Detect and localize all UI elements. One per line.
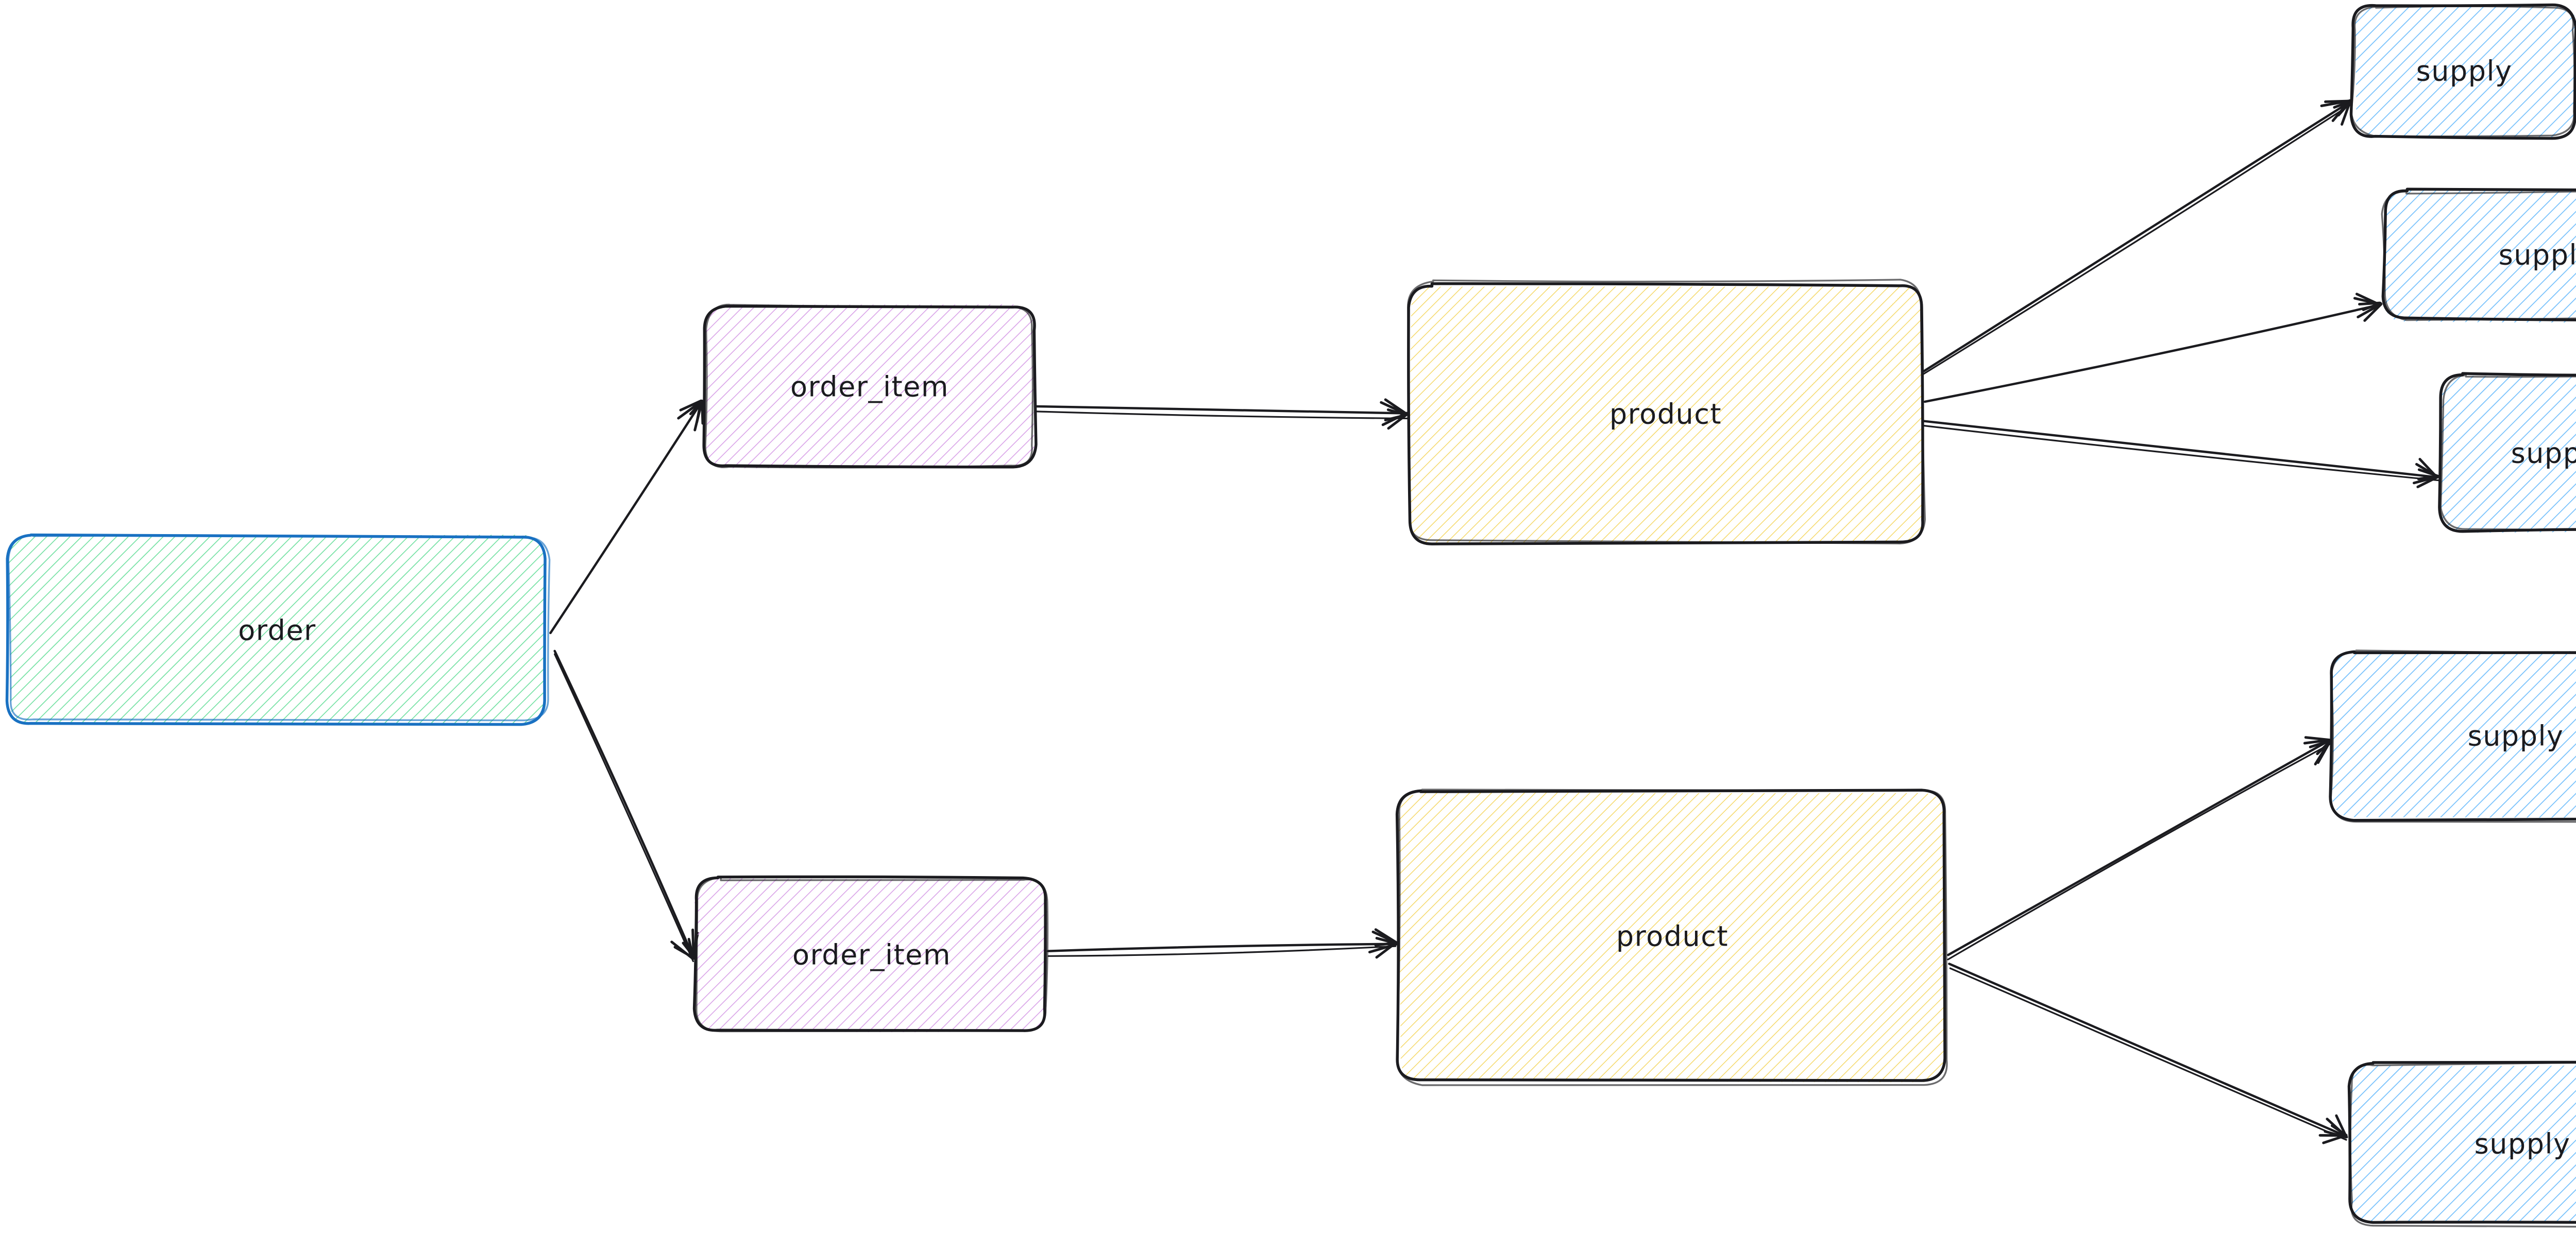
arrowhead-icon xyxy=(1375,941,1397,959)
arrowhead-icon xyxy=(2358,301,2381,306)
edge-product_2-to-supply_4 xyxy=(1947,736,2332,961)
node-label: supply xyxy=(2511,437,2576,470)
edge-line xyxy=(553,649,695,959)
arrowhead-icon xyxy=(2330,1124,2348,1137)
edge-line xyxy=(554,653,694,962)
edge-line xyxy=(1047,945,1397,957)
node-outline xyxy=(692,875,1047,1032)
node-outline xyxy=(2347,1060,2576,1224)
arrowhead-icon xyxy=(2416,475,2439,488)
node-outline-secondary xyxy=(2330,649,2576,823)
node-label: supply xyxy=(2475,1128,2571,1160)
arrowhead-icon xyxy=(679,399,703,412)
edge-line xyxy=(1035,410,1409,420)
edge-line xyxy=(1948,963,2348,1138)
edge-order_item_2-to-product_2 xyxy=(1046,928,1398,959)
edge-line xyxy=(549,400,703,635)
node-label: supply xyxy=(2468,720,2564,752)
arrowhead-icon xyxy=(701,400,704,425)
node-fill xyxy=(2439,375,2576,533)
edge-product_1-to-supply_3 xyxy=(1922,420,2441,488)
arrowhead-icon xyxy=(2363,303,2383,322)
node-product_1[interactable]: product xyxy=(1407,279,1926,545)
node-fill xyxy=(2384,189,2576,323)
node-fill xyxy=(2330,651,2576,818)
arrowhead-icon xyxy=(2333,100,2352,109)
node-outline xyxy=(2329,650,2576,822)
node-fill xyxy=(2349,1065,2576,1222)
edge-order_item_1-to-product_1 xyxy=(1033,398,1409,430)
edge-line xyxy=(1923,425,2439,482)
node-layer: orderorder_itemorder_itemproductproducts… xyxy=(5,3,2576,1228)
edge-product_1-to-supply_1 xyxy=(1922,99,2352,375)
node-outline xyxy=(2438,372,2576,533)
node-outline-secondary xyxy=(2439,374,2576,531)
arrowhead-icon xyxy=(1374,928,1398,945)
node-product_2[interactable]: product xyxy=(1395,789,1948,1086)
arrowhead-icon xyxy=(2324,99,2352,103)
edge-line xyxy=(1947,743,2330,961)
edge-line xyxy=(1947,739,2331,956)
edge-line xyxy=(1922,104,2350,375)
arrowhead-icon xyxy=(2304,736,2331,742)
arrowhead-icon xyxy=(2316,740,2332,756)
edge-line xyxy=(1922,100,2351,373)
node-outline xyxy=(5,533,547,726)
node-order_item_1[interactable]: order_item xyxy=(702,303,1038,469)
node-label: supply xyxy=(2416,55,2513,88)
node-supply_4[interactable]: supply xyxy=(2329,649,2576,823)
edge-product_2-to-supply_5 xyxy=(1948,963,2348,1144)
arrowhead-icon xyxy=(2357,302,2383,319)
arrowhead-icon xyxy=(2337,100,2352,117)
edge-line xyxy=(1949,967,2347,1141)
node-outline xyxy=(2381,187,2576,321)
node-outline xyxy=(2349,3,2576,140)
node-supply_3[interactable]: supply xyxy=(2438,372,2576,533)
arrowhead-icon xyxy=(2417,468,2439,477)
node-fill xyxy=(7,535,545,724)
node-fill xyxy=(1399,792,1944,1083)
arrowhead-icon xyxy=(2324,1130,2347,1139)
node-label: order xyxy=(238,614,316,647)
arrowhead-icon xyxy=(689,400,703,416)
arrowhead-icon xyxy=(1375,937,1398,945)
arrowhead-icon xyxy=(687,937,695,960)
node-supply_5[interactable]: supply xyxy=(2347,1060,2576,1228)
edge-line xyxy=(1033,405,1409,415)
arrowhead-icon xyxy=(1384,398,1408,416)
arrowhead-icon xyxy=(1387,414,1408,430)
node-label: order_item xyxy=(792,939,951,971)
arrowhead-icon xyxy=(2417,474,2441,481)
edge-line xyxy=(1923,303,2382,403)
node-label: order_item xyxy=(790,371,949,403)
node-outline-secondary xyxy=(2350,5,2575,138)
node-fill xyxy=(705,304,1035,469)
node-label: product xyxy=(1616,920,1728,953)
node-outline xyxy=(1407,282,1924,545)
node-outline xyxy=(1395,789,1946,1083)
arrowhead-icon xyxy=(2309,740,2331,748)
node-order[interactable]: order xyxy=(5,533,551,726)
node-supply_2[interactable]: supply xyxy=(2381,187,2576,323)
node-fill xyxy=(694,878,1048,1032)
arrowhead-icon xyxy=(1386,408,1407,416)
node-fill xyxy=(2354,5,2576,139)
node-label: product xyxy=(1609,398,1722,431)
edge-order-to-order_item_2 xyxy=(553,649,699,962)
arrowhead-icon xyxy=(1384,413,1408,422)
edge-product_1-to-supply_2 xyxy=(1923,293,2383,403)
node-label: supply xyxy=(2499,239,2576,271)
node-outline xyxy=(702,304,1038,469)
node-supply_1[interactable]: supply xyxy=(2349,3,2576,140)
edge-line xyxy=(1922,420,2438,478)
node-fill xyxy=(1409,285,1923,544)
arrowhead-icon xyxy=(673,946,694,959)
edge-line xyxy=(1046,943,1398,952)
edge-order-to-order_item_1 xyxy=(549,399,704,635)
node-order_item_2[interactable]: order_item xyxy=(692,875,1049,1033)
